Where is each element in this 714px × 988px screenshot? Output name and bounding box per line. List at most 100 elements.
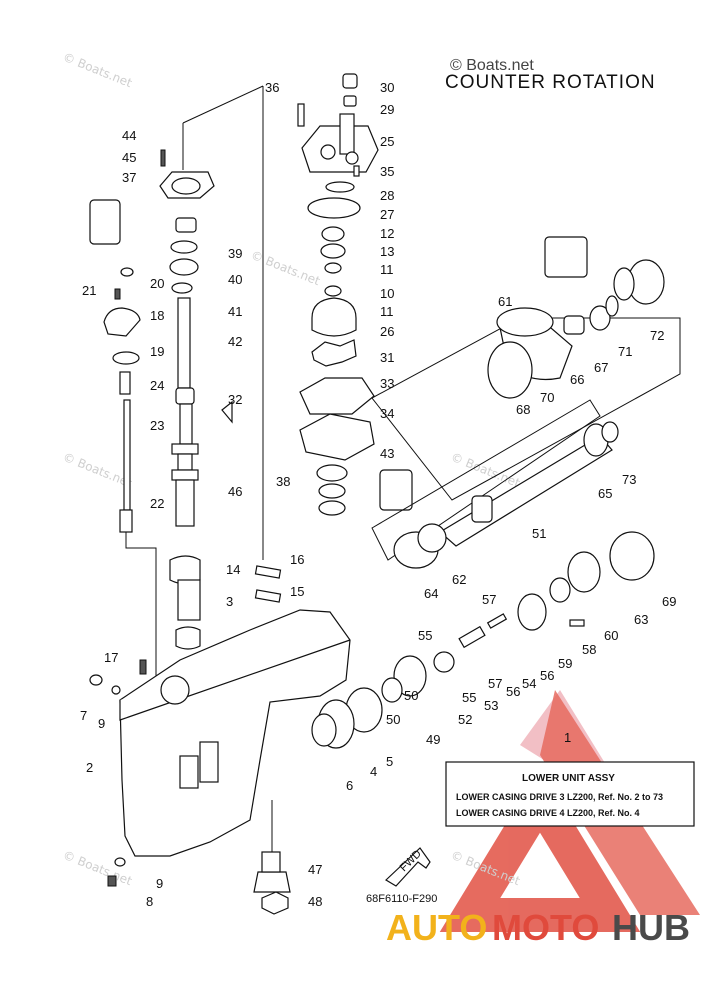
callout-label: 44 (122, 128, 136, 143)
callout-label: 53 (484, 698, 498, 713)
diagram-code: 68F6110-F290 (366, 893, 437, 905)
callout-label: 17 (104, 650, 118, 665)
callout-label: 25 (380, 134, 394, 149)
callout-label: 8 (146, 894, 153, 909)
callout-label: 59 (558, 656, 572, 671)
callout-label: 28 (380, 188, 394, 203)
callout-label: 43 (380, 446, 394, 461)
callout-label: 35 (380, 164, 394, 179)
callout-label: 19 (150, 344, 164, 359)
callout-label: 18 (150, 308, 164, 323)
callout-label: 65 (598, 486, 612, 501)
callout-label: 34 (380, 406, 394, 421)
callout-label: 41 (228, 304, 242, 319)
callout-label: 52 (458, 712, 472, 727)
parts-drawing (89, 73, 681, 915)
callout-label: 10 (380, 286, 394, 301)
callout-label: 56 (540, 668, 554, 683)
callout-label: 51 (532, 526, 546, 541)
callout-label: 38 (276, 474, 290, 489)
callout-label: 73 (622, 472, 636, 487)
callout-label: 40 (228, 272, 242, 287)
callout-label: 20 (150, 276, 164, 291)
info-box-row: LOWER CASING DRIVE 3 LZ200, Ref. No. 2 t… (456, 792, 663, 802)
callout-label: 11 (380, 304, 394, 319)
callout-label: 69 (662, 594, 676, 609)
callout-label: 1 (564, 730, 571, 745)
callout-label: 33 (380, 376, 394, 391)
callout-label: 16 (290, 552, 304, 567)
callout-label: 48 (308, 894, 322, 909)
callout-label: 27 (380, 207, 394, 222)
brand-part-auto: AUTO (386, 907, 487, 948)
callout-label: 30 (380, 80, 394, 95)
callout-label: 54 (522, 676, 536, 691)
callout-labels: 36 30 29 25 35 28 27 12 13 11 10 11 26 3… (80, 80, 676, 909)
callout-label: 58 (582, 642, 596, 657)
callout-label: 72 (650, 328, 664, 343)
brand-part-hub: HUB (612, 907, 690, 948)
callout-label: 21 (82, 283, 96, 298)
callout-label: 12 (380, 226, 394, 241)
callout-label: 67 (594, 360, 608, 375)
callout-label: 47 (308, 862, 322, 877)
watermark-text: © Boats.net (449, 450, 522, 491)
callout-label: 5 (386, 754, 393, 769)
callout-label: 14 (226, 562, 240, 577)
watermark-text: © Boats.net (61, 50, 134, 91)
callout-label: 71 (618, 344, 632, 359)
callout-label: 36 (265, 80, 279, 95)
callout-label: 15 (290, 584, 304, 599)
callout-label: 29 (380, 102, 394, 117)
callout-label: 55 (462, 690, 476, 705)
callout-label: 9 (98, 716, 105, 731)
callout-label: 60 (604, 628, 618, 643)
diagram-title: COUNTER ROTATION (445, 72, 656, 93)
callout-label: 68 (516, 402, 530, 417)
info-box-row: LOWER CASING DRIVE 4 LZ200, Ref. No. 4 (456, 808, 640, 818)
watermark-text: © Boats.net (61, 848, 134, 889)
callout-label: 50 (404, 688, 418, 703)
callout-label: 2 (86, 760, 93, 775)
callout-label: 57 (482, 592, 496, 607)
callout-label: 31 (380, 350, 394, 365)
callout-label: 56 (506, 684, 520, 699)
callout-label: 26 (380, 324, 394, 339)
callout-label: 64 (424, 586, 438, 601)
callout-label: 6 (346, 778, 353, 793)
copyright-notice: © Boats.net (450, 57, 534, 74)
callout-label: 3 (226, 594, 233, 609)
callout-label: 46 (228, 484, 242, 499)
callout-label: 24 (150, 378, 164, 393)
brand-part-moto: MOTO (492, 907, 599, 948)
callout-label: 49 (426, 732, 440, 747)
callout-label: 22 (150, 496, 164, 511)
callout-label: 9 (156, 876, 163, 891)
fwd-arrow-shape (385, 847, 431, 887)
callout-label: 42 (228, 334, 242, 349)
callout-label: 70 (540, 390, 554, 405)
callout-label: 11 (380, 262, 394, 277)
info-box-title: LOWER UNIT ASSY (522, 773, 615, 784)
callout-label: 66 (570, 372, 584, 387)
callout-label: 57 (488, 676, 502, 691)
callout-label: 13 (380, 244, 394, 259)
callout-label: 37 (122, 170, 136, 185)
brand-wordmark: AUTO MOTO HUB (386, 907, 690, 948)
lower-unit-info-box: LOWER UNIT ASSY LOWER CASING DRIVE 3 LZ2… (445, 761, 695, 827)
watermark-text: © Boats.net (249, 248, 322, 289)
callout-label: 50 (386, 712, 400, 727)
callout-label: 4 (370, 764, 377, 779)
callout-label: 39 (228, 246, 242, 261)
callout-label: 55 (418, 628, 432, 643)
watermark-text: © Boats.net (61, 450, 134, 491)
callout-label: 32 (228, 392, 242, 407)
callout-label: 23 (150, 418, 164, 433)
callout-label: 62 (452, 572, 466, 587)
callout-label: 7 (80, 708, 87, 723)
callout-label: 45 (122, 150, 136, 165)
callout-label: 63 (634, 612, 648, 627)
callout-label: 61 (498, 294, 512, 309)
